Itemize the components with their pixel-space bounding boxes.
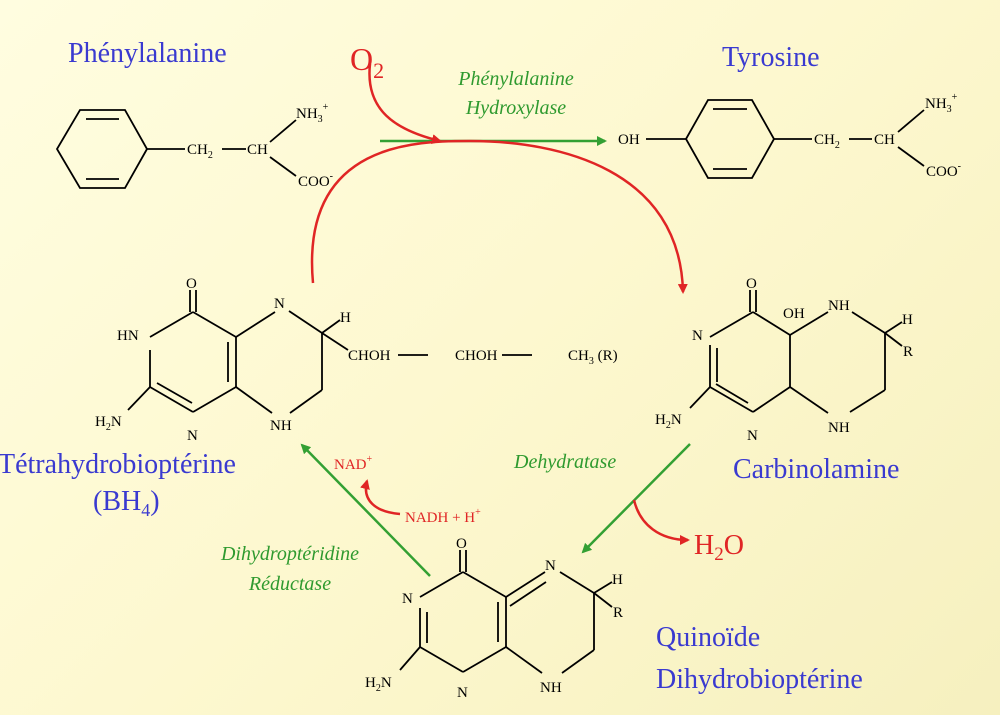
h2o-h: H	[694, 530, 714, 561]
quin-h2n-atom: H2N	[365, 675, 392, 694]
nadh-label: NADH + H+	[405, 507, 481, 526]
bh4-choh1-atom: CHOH	[348, 348, 391, 364]
phenylalanine-label: Phénylalanine	[68, 38, 227, 69]
o2-sub: 2	[373, 58, 384, 83]
dihydrobiopterine-label: Dihydrobioptérine	[656, 664, 863, 695]
tyr-oh-atom: OH	[618, 132, 640, 148]
bh4-o-atom: O	[186, 276, 197, 292]
h2o-o: O	[724, 530, 744, 561]
tyr-nh3-atom: NH3+	[925, 92, 958, 115]
nadh-sup: +	[475, 507, 481, 518]
o2-main: O	[350, 41, 373, 77]
reductase-arrow	[300, 443, 431, 577]
nadh-main: NADH + H	[405, 510, 475, 526]
tyr-ch2-atom: CH2	[814, 132, 840, 151]
carb-n-atom: N	[692, 328, 703, 344]
quinoide-label: Quinoïde	[656, 622, 760, 653]
bh4-h-atom: H	[340, 310, 351, 326]
carb-nh-bottom-atom: NH	[828, 420, 850, 436]
bh4-main: (BH	[93, 486, 141, 517]
tyr-benzene-ring	[684, 99, 776, 179]
tyr-coo-atom: COO-	[926, 161, 961, 180]
hydroxylase-label-line1: Phénylalanine	[457, 68, 574, 90]
carb-h-atom: H	[902, 312, 913, 328]
tyrosine-structure: OH CH2 CH NH3+ COO-	[618, 92, 961, 180]
bh4-sub: 4	[141, 500, 150, 520]
hydroxylase-label-line2: Hydroxylase	[465, 97, 566, 119]
carbinolamine-structure: O N H2N N OH NH NH H R	[655, 276, 913, 444]
bh4-ch3-atom: CH3 (R)	[568, 348, 618, 367]
bh4-end: )	[150, 486, 159, 517]
o2-arrow	[368, 63, 442, 144]
dehydratase-label: Dehydratase	[513, 451, 616, 473]
nad-main: NAD	[334, 457, 367, 473]
quin-n-bottom-atom: N	[457, 685, 468, 701]
phe-benzene-ring	[55, 109, 149, 189]
carbinolamine-label: Carbinolamine	[733, 454, 899, 485]
water-release-arrow	[632, 499, 690, 545]
bh4-n-bottom-atom: N	[187, 428, 198, 444]
bh4-label: (BH4)	[93, 486, 160, 520]
carb-n-bottom-atom: N	[747, 428, 758, 444]
o2-label: O2	[350, 41, 384, 83]
quin-nh-atom: NH	[540, 680, 562, 696]
bh4-structure: O HN H2N N N NH H CHOH CHOH CH3 (R)	[95, 276, 618, 444]
phenylalanine-structure: CH2 CH NH3+ COO-	[55, 102, 333, 190]
quin-n5-atom: N	[545, 558, 556, 574]
bh4-hn-atom: HN	[117, 328, 139, 344]
bh4-cycle-arrow	[310, 139, 688, 294]
nad-label: NAD+	[334, 454, 373, 473]
quin-r-atom: R	[613, 605, 623, 621]
dehydratase-arrow	[581, 443, 691, 554]
phe-coo-atom: COO-	[298, 171, 333, 190]
quin-h-atom: H	[612, 572, 623, 588]
phe-nh3-atom: NH3+	[296, 102, 329, 125]
phe-ch2-atom: CH2	[187, 142, 213, 161]
carb-r-atom: R	[903, 344, 913, 360]
nad-sup: +	[367, 454, 373, 465]
tetrahydrobiopterine-label: Tétrahydrobioptérine	[0, 449, 236, 480]
bh4-choh2-atom: CHOH	[455, 348, 498, 364]
quin-n3-atom: N	[402, 591, 413, 607]
h2o-sub: 2	[714, 544, 724, 565]
carb-h2n-atom: H2N	[655, 412, 682, 431]
reductase-label-line2: Réductase	[248, 573, 331, 595]
tyrosine-label: Tyrosine	[722, 42, 820, 73]
nadh-arrow	[360, 479, 401, 516]
bh4-n5-atom: N	[274, 296, 285, 312]
phe-ch-atom: CH	[247, 142, 268, 158]
carb-o-atom: O	[746, 276, 757, 292]
bh4-h2n-atom: H2N	[95, 414, 122, 433]
carb-oh-atom: OH	[783, 306, 805, 322]
quin-o-atom: O	[456, 536, 467, 552]
quinoid-structure: O N H2N N N NH H R	[365, 536, 623, 701]
bh4-nh-atom: NH	[270, 418, 292, 434]
tyr-ch-atom: CH	[874, 132, 895, 148]
h2o-label: H2O	[694, 530, 744, 565]
carb-nh-top-atom: NH	[828, 298, 850, 314]
reductase-label-line1: Dihydroptéridine	[220, 543, 359, 565]
